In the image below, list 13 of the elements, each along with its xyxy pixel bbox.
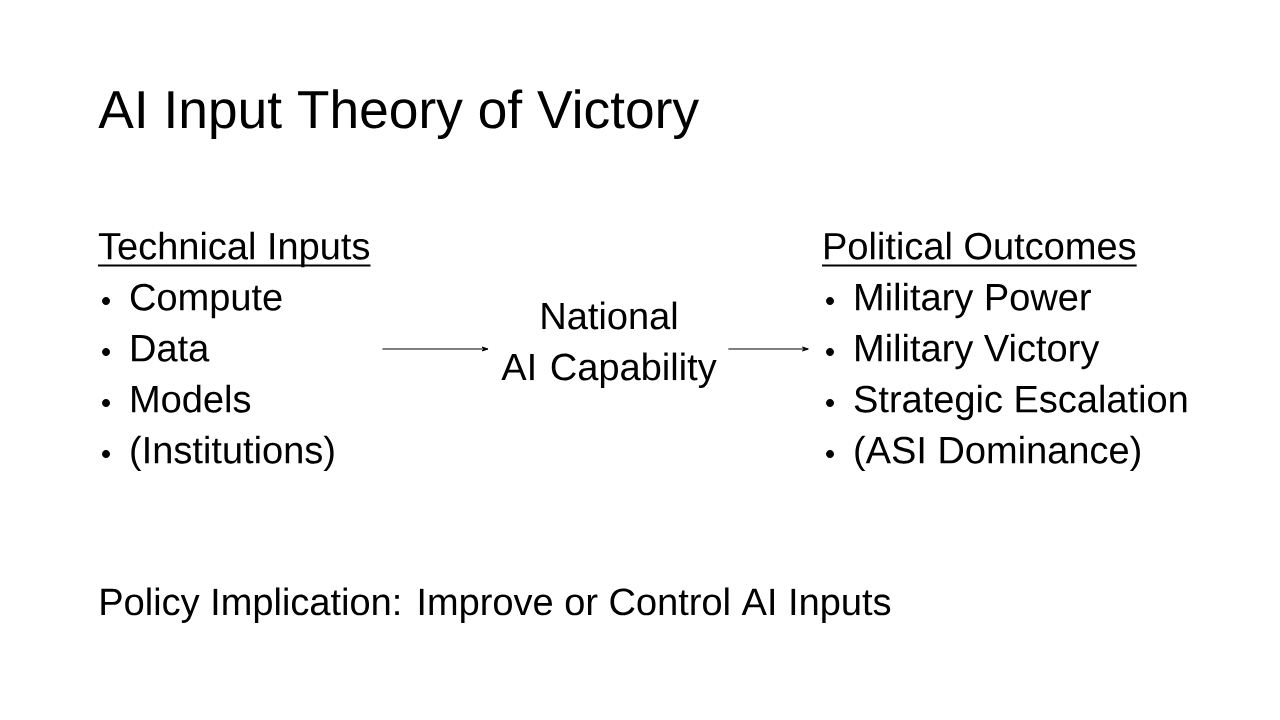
list-item: (ASI Dominance): [855, 435, 1140, 472]
list-heading: Technical Inputs: [97, 231, 372, 268]
list-item: Data: [132, 335, 210, 362]
node-label: National AI Capability: [501, 301, 717, 388]
list-item: Military Victory: [856, 333, 1100, 370]
list-item: Military Power: [856, 282, 1091, 319]
list-item: Models: [132, 384, 251, 413]
note-text: Policy Implication: Improve or Control AI Inputs: [101, 587, 891, 623]
list-item: Compute: [130, 283, 282, 319]
list-heading: Political Outcomes: [821, 231, 1138, 267]
list-item: Strategic Escalation: [854, 384, 1187, 421]
list-item: (Institutions): [131, 435, 334, 472]
slide-title: AI Input Theory of Victory: [98, 89, 699, 140]
